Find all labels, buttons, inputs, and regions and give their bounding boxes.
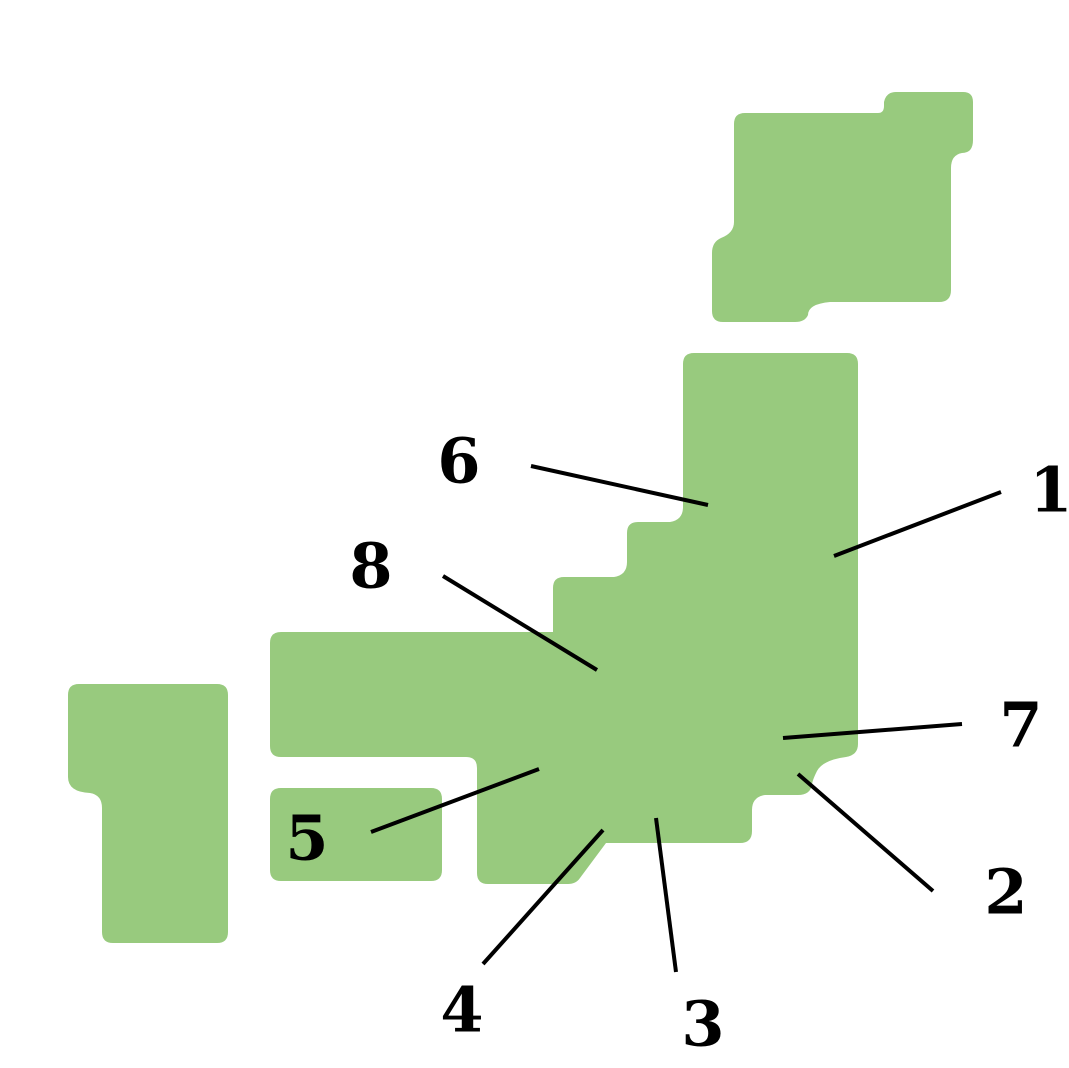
label-7: 7 xyxy=(999,689,1042,762)
leader-line-2 xyxy=(796,772,935,893)
label-1: 1 xyxy=(1029,454,1069,527)
label-2: 2 xyxy=(984,856,1027,929)
region-honshu xyxy=(270,353,858,884)
leader-line-8 xyxy=(441,574,599,672)
label-8: 8 xyxy=(349,530,392,603)
leader-line-4 xyxy=(481,828,605,966)
label-4: 4 xyxy=(440,974,483,1047)
leader-line-5 xyxy=(370,767,540,834)
leader-line-3 xyxy=(654,817,678,973)
label-3: 3 xyxy=(681,988,724,1061)
label-5: 5 xyxy=(285,802,328,875)
leader-lines xyxy=(370,464,1002,973)
leader-line-1 xyxy=(833,490,1002,558)
leader-line-6 xyxy=(530,464,709,507)
label-6: 6 xyxy=(437,425,480,498)
region-hokkaido xyxy=(712,92,973,322)
leader-line-7 xyxy=(782,722,963,740)
region-block-5 xyxy=(270,788,442,881)
region-labels: 1 2 3 4 5 6 7 8 xyxy=(285,425,1069,1061)
region-kyushu xyxy=(68,684,228,943)
